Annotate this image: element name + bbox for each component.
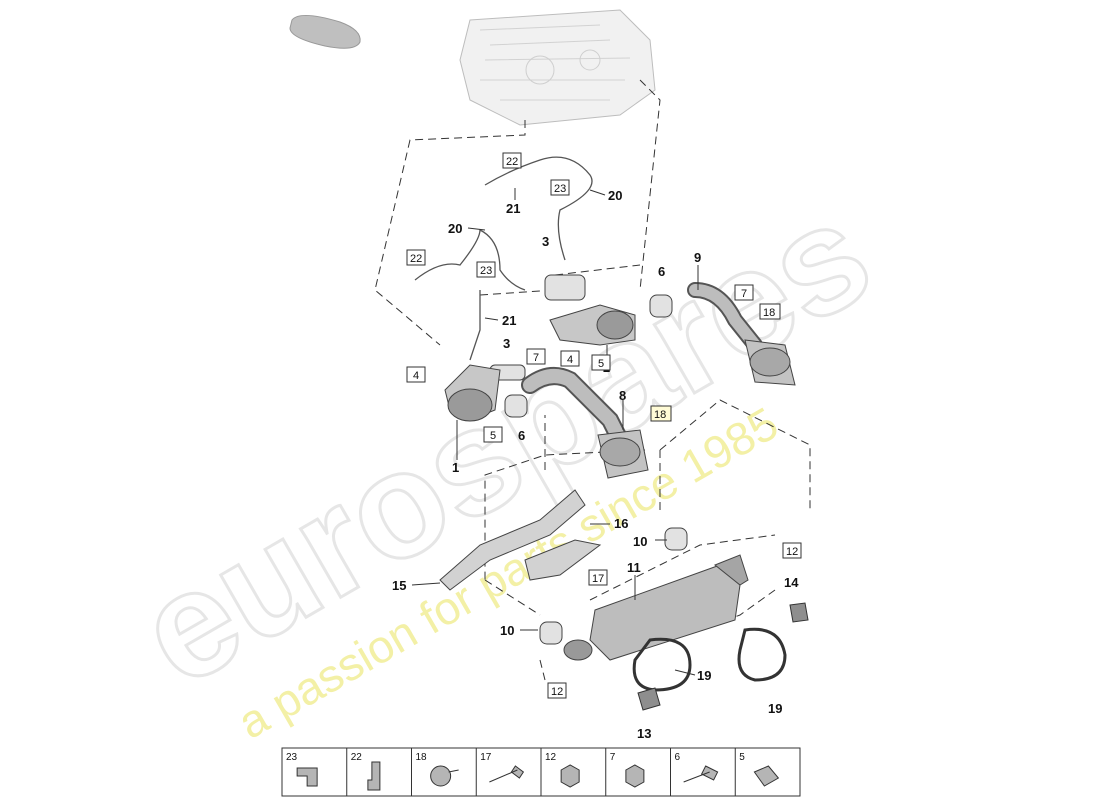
exhaust-pipe-8: [521, 367, 629, 449]
strip-number: 18: [416, 752, 428, 763]
callout-leaders: [411, 188, 699, 676]
strip-cell-23: 23: [286, 752, 318, 787]
exhaust-pipe-9: [687, 282, 763, 353]
cover-plate-icon: [289, 15, 361, 49]
boxed-label-12b: 12: [547, 682, 567, 699]
boxed-label-4b-text: 4: [413, 370, 419, 382]
boxed-label-23b-text: 23: [480, 265, 492, 277]
callout-21b: 21: [502, 313, 516, 328]
strip-number: 17: [480, 752, 492, 763]
boxed-label-12b-text: 12: [551, 686, 563, 698]
catalytic-converter-left: [597, 429, 649, 479]
strip-cell-6: 6: [670, 748, 719, 796]
strip-number: 5: [739, 752, 745, 763]
boxed-labels: 22 23 22 23 7 7 4 4: [406, 152, 802, 699]
exhaust-manifold-left: [444, 364, 501, 422]
callout-8: 8: [619, 388, 626, 403]
boxed-label-18a: 18: [759, 303, 781, 320]
boxed-label-4a: 4: [560, 350, 580, 367]
callout-20b: 20: [448, 221, 462, 236]
strip-number: 12: [545, 752, 557, 763]
boxed-label-5b: 5: [483, 426, 503, 443]
seal-rings: [632, 627, 787, 692]
boxed-label-7b: 7: [526, 348, 546, 365]
callouts: 1 2 3 3 6 6 8 9 10 10 11 13 14 15 16 19 …: [392, 188, 799, 741]
strip-number: 7: [610, 752, 616, 763]
boxed-label-5b-text: 5: [490, 430, 496, 442]
callout-20a: 20: [608, 188, 622, 203]
parts-strip: 23 22 18 17 12 7 6 5: [281, 747, 801, 797]
boxed-label-4b: 4: [406, 366, 426, 383]
strip-part-icon: [560, 764, 580, 788]
callout-11: 11: [627, 560, 641, 575]
callout-10a: 10: [633, 534, 647, 549]
boxed-label-22b-text: 22: [410, 253, 422, 265]
strip-cell-5: 5: [734, 748, 780, 796]
callout-14: 14: [784, 575, 799, 590]
callout-1: 1: [452, 460, 459, 475]
exhaust-manifold-right: [549, 304, 636, 346]
strip-number: 22: [351, 752, 363, 763]
catalytic-converter-right: [744, 339, 796, 386]
callout-13: 13: [637, 726, 651, 741]
boxed-label-22b: 22: [406, 249, 426, 266]
oxygen-sensor-cables: [414, 156, 593, 361]
boxed-label-22a-text: 22: [506, 156, 518, 168]
gaskets: [489, 274, 688, 645]
callout-19a: 19: [697, 668, 711, 683]
boxed-label-23a: 23: [550, 179, 570, 196]
boxed-label-12a: 12: [782, 542, 802, 559]
strip-part-icon: [296, 767, 318, 787]
boxed-label-18a-text: 18: [763, 307, 775, 319]
boxed-label-17-text: 17: [592, 573, 604, 585]
boxed-label-22a: 22: [502, 152, 522, 169]
strip-cell-18: 18: [411, 748, 459, 796]
callout-10b: 10: [500, 623, 514, 638]
strip-number: 23: [286, 752, 298, 763]
callout-3a: 3: [542, 234, 549, 249]
boxed-label-12a-text: 12: [786, 546, 798, 558]
strip-part-icon: [625, 764, 645, 788]
boxed-label-4a-text: 4: [567, 354, 573, 366]
callout-6b: 6: [518, 428, 525, 443]
callout-3b: 3: [503, 336, 510, 351]
callout-6a: 6: [658, 264, 665, 279]
callout-15: 15: [392, 578, 406, 593]
engine-block: [459, 9, 656, 126]
strip-cell-22: 22: [346, 748, 381, 796]
clamp-14: [789, 602, 809, 623]
strip-cell-17: 17: [475, 748, 525, 796]
boxed-label-5a: 5: [591, 354, 611, 371]
callout-21a: 21: [506, 201, 520, 216]
callout-16: 16: [614, 516, 628, 531]
boxed-label-17: 17: [588, 569, 608, 586]
boxed-label-18b: 18: [650, 405, 672, 422]
parts-strip-cells: 23 22 18 17 12 7 6 5: [286, 748, 780, 796]
strip-part-icon: [430, 765, 459, 787]
boxed-label-5a-text: 5: [598, 358, 604, 370]
rear-silencer: [563, 554, 749, 661]
boxed-label-7a: 7: [734, 284, 754, 301]
strip-number: 6: [675, 752, 681, 763]
boxed-label-18b-text: 18: [654, 409, 666, 421]
strip-part-icon: [753, 765, 780, 787]
strip-part-icon: [367, 761, 381, 791]
boxed-label-23b: 23: [476, 261, 496, 278]
boxed-label-7b-text: 7: [533, 352, 539, 364]
strip-part-icon: [489, 765, 525, 783]
strip-cell-7: 7: [605, 748, 645, 796]
leader-lines: [374, 79, 811, 681]
callout-9: 9: [694, 250, 701, 265]
brackets: [439, 489, 602, 591]
watermark: eurospares a passion for parts since 198…: [111, 166, 898, 748]
boxed-label-23a-text: 23: [554, 183, 566, 195]
strip-cell-12: 12: [540, 748, 580, 796]
strip-part-icon: [683, 765, 719, 783]
clamp-13: [637, 687, 661, 711]
callout-19b: 19: [768, 701, 782, 716]
boxed-label-7a-text: 7: [741, 288, 747, 300]
